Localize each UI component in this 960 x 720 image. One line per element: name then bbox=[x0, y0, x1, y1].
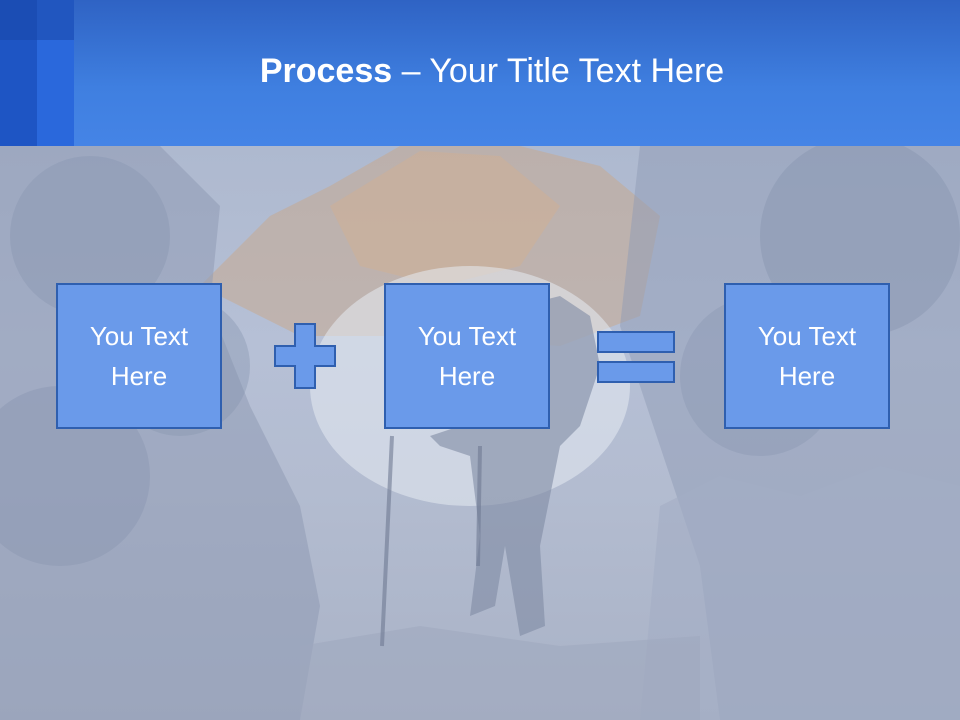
equals-icon bbox=[597, 331, 675, 383]
box-text: You Text Here bbox=[757, 321, 857, 391]
title-bold: Process bbox=[259, 52, 393, 90]
process-box-2[interactable]: You Text Here bbox=[384, 283, 550, 429]
title-rest: – Your Title Text Here bbox=[392, 52, 725, 90]
plus-icon bbox=[274, 323, 336, 389]
box-text: You Text Here bbox=[89, 321, 189, 391]
process-box-3[interactable]: You Text Here bbox=[724, 283, 890, 429]
accent-bar bbox=[0, 0, 74, 40]
process-box-1[interactable]: You Text Here bbox=[56, 283, 222, 429]
box-text: You Text Here bbox=[417, 321, 517, 391]
title-header: Process – Your Title Text Here bbox=[0, 0, 960, 146]
slide-title[interactable]: Process – Your Title Text Here bbox=[0, 52, 960, 91]
background-photo bbox=[0, 146, 960, 720]
